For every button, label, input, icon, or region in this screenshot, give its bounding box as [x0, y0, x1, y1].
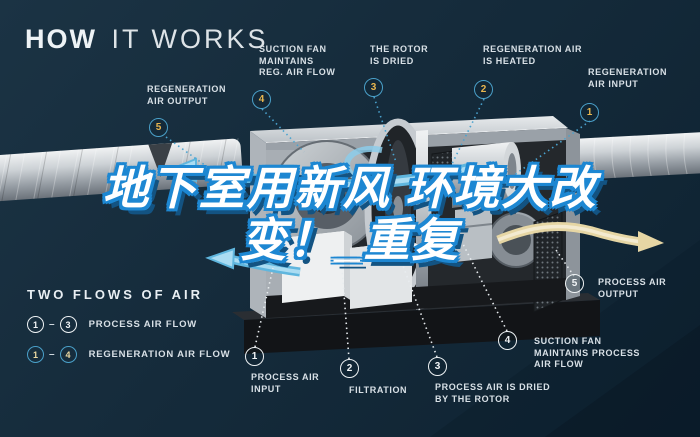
page-title: HOW IT WORKS	[25, 24, 269, 55]
callout-badge-3-regeneration: 3	[364, 78, 383, 97]
legend-dash: –	[49, 319, 55, 330]
callout-label-process-air-output: PROCESS AIR OUTPUT	[598, 277, 667, 299]
callout-label-filtration: FILTRATION	[349, 385, 408, 395]
callout-label-regeneration-air-heated: REGENERATION AIR IS HEATED	[483, 44, 583, 66]
callout-badge-1-regeneration: 1	[580, 103, 599, 122]
callout-badge-2-process: 2	[340, 359, 359, 378]
callout-badge-4-process: 4	[498, 331, 517, 350]
callout-label-process-air-dried: PROCESS AIR IS DRIED BY THE ROTOR	[435, 382, 551, 404]
legend-circle-to: 3	[59, 316, 77, 333]
callout-badge-4-regeneration: 4	[252, 90, 271, 109]
callout-label-rotor-dried: THE ROTOR IS DRIED	[370, 44, 429, 66]
legend-row-regeneration: 1 – 4 REGENERATION AIR FLOW	[27, 346, 230, 363]
page-title-light: IT WORKS	[111, 24, 269, 54]
callout-label-process-air-input: PROCESS AIR INPUT	[251, 372, 320, 394]
legend-title: TWO FLOWS OF AIR	[27, 287, 204, 302]
legend-dash: –	[49, 349, 55, 360]
legend-label-process-air-flow: PROCESS AIR FLOW	[88, 319, 198, 330]
callout-lines	[165, 96, 591, 360]
legend-two-flows: TWO FLOWS OF AIR 1 – 3 PROCESS AIR FLOW …	[27, 287, 230, 376]
background-streaks	[430, 240, 700, 437]
callout-label-regeneration-air-input: REGENERATION AIR INPUT	[588, 67, 668, 89]
callout-label-regeneration-air-output: REGENERATION AIR OUTPUT	[147, 84, 227, 106]
legend-circle-from: 1	[27, 346, 44, 363]
air-flow-ribbons	[163, 145, 664, 277]
callout-badge-2-regeneration: 2	[474, 80, 493, 99]
callout-label-suction-fan-reg: SUCTION FAN MAINTAINS REG. AIR FLOW	[259, 44, 336, 78]
legend-label-regeneration-air-flow: REGENERATION AIR FLOW	[88, 349, 231, 360]
legend-circle-from: 1	[27, 316, 44, 333]
watermark-title: 地下室用新风 环境大改 变！_重复	[102, 162, 598, 267]
legend-row-process: 1 – 3 PROCESS AIR FLOW	[27, 316, 230, 333]
callout-badge-5-regeneration: 5	[149, 118, 168, 137]
page-title-bold: HOW	[25, 24, 97, 54]
callout-badge-5-process: 5	[565, 274, 584, 293]
callout-badge-3-process: 3	[428, 357, 447, 376]
duct-junction	[148, 142, 173, 177]
legend-circle-to: 4	[59, 346, 77, 363]
callout-label-suction-fan-process: SUCTION FAN MAINTAINS PROCESS AIR FLOW	[534, 336, 641, 370]
callout-badge-1-process: 1	[245, 347, 264, 366]
